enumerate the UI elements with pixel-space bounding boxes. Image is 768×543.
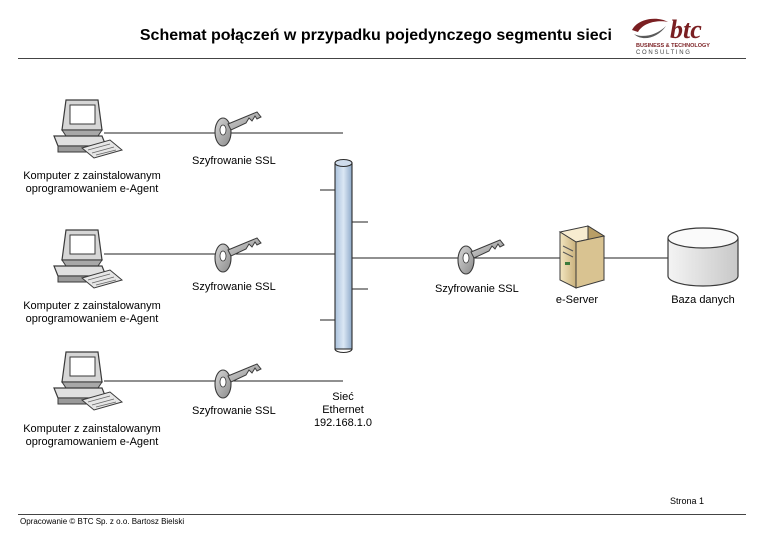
key-icon	[457, 239, 505, 275]
footer-divider	[18, 514, 746, 515]
logo-swoosh-icon	[632, 18, 668, 39]
computer-label: Komputer z zainstalowanym oprogramowanie…	[23, 300, 161, 325]
ssl-label: Szyfrowanie SSL	[435, 283, 519, 295]
computer-icon	[53, 99, 123, 159]
page-number: Strona 1	[670, 496, 705, 506]
svg-text:BUSINESS & TECHNOLOGY: BUSINESS & TECHNOLOGY	[636, 43, 710, 49]
ssl-label: Szyfrowanie SSL	[192, 405, 276, 417]
ssl-label: Szyfrowanie SSL	[192, 155, 276, 167]
key-icon	[214, 237, 262, 273]
key-icon	[214, 111, 262, 147]
ethernet-pipe-icon	[334, 158, 353, 354]
ssl-label: Szyfrowanie SSL	[192, 281, 276, 293]
svg-text:C O N S U L T I N G: C O N S U L T I N G	[636, 50, 690, 56]
footer-credit: Opracowanie © BTC Sp. z o.o. Bartosz Bie…	[20, 517, 185, 526]
network-label: Sieć Ethernet 192.168.1.0	[313, 391, 373, 429]
server-icon	[558, 225, 606, 289]
header-divider	[18, 58, 746, 59]
server-label: e-Server	[555, 294, 599, 306]
btc-logo: btc BUSINESS & TECHNOLOGY C O N S U L T …	[632, 15, 710, 56]
page-title: Schemat połączeń w przypadku pojedynczeg…	[139, 27, 612, 44]
svg-text:btc: btc	[670, 15, 702, 44]
database-icon	[667, 227, 739, 287]
database-label: Baza danych	[671, 294, 735, 306]
computer-label: Komputer z zainstalowanym oprogramowanie…	[23, 423, 161, 448]
computer-icon	[53, 229, 123, 289]
computer-label: Komputer z zainstalowanym oprogramowanie…	[23, 170, 161, 195]
